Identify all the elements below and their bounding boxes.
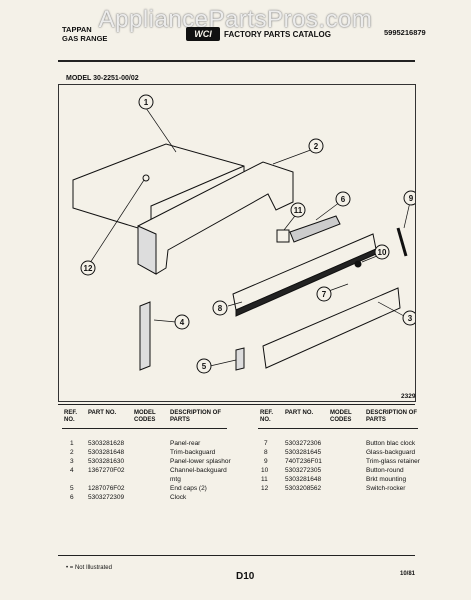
header-underline-right <box>258 428 418 429</box>
footer-rule <box>58 555 415 556</box>
table-row: mtg <box>170 476 181 483</box>
part-glass-backguard <box>232 233 377 311</box>
part-rocker-switch <box>142 174 150 182</box>
part-round-button <box>354 260 362 268</box>
table-row: 5 1287076F02 End caps (2) <box>70 485 207 492</box>
callout-3: 3 <box>408 314 413 323</box>
callout-4: 4 <box>180 318 185 327</box>
table-row: 7 5303272306 Button blac clock <box>264 440 416 447</box>
header-ref-no-left: REF. NO. <box>64 410 78 423</box>
wci-logo: WCI <box>186 27 220 41</box>
header-description-right: DESCRIPTION OF PARTS <box>366 410 418 423</box>
callout-11: 11 <box>294 206 303 215</box>
header-model-codes-right: MODEL CODES <box>330 410 352 423</box>
page-code: D10 <box>236 571 255 582</box>
header-ref-no-right: REF. NO. <box>260 410 274 423</box>
callout-7: 7 <box>322 290 327 299</box>
part-mounting-bracket <box>276 229 290 243</box>
callout-5: 5 <box>202 362 207 371</box>
callout-9: 9 <box>409 194 414 203</box>
header-part-no-right: PART NO. <box>285 410 314 416</box>
part-glass-retainer <box>396 227 408 257</box>
table-row: 3 5303281630 Panel-lower splashor <box>70 458 231 465</box>
part-end-cap <box>235 347 245 371</box>
table-row: 9 740T236F01 Trim-glass retainer <box>264 458 420 465</box>
header-model-codes-left: MODEL CODES <box>134 410 156 423</box>
header-underline-left <box>62 428 227 429</box>
callout-1: 1 <box>144 98 149 107</box>
brand-block: TAPPAN GAS RANGE <box>62 25 107 43</box>
part-clock-module <box>289 215 341 243</box>
watermark: AppliancePartsPros.com <box>98 6 373 33</box>
header-rule <box>58 60 415 62</box>
table-row: 8 5303281645 Glass-backguard <box>264 449 416 456</box>
table-row: 4 1367270F02 Channel-backguard <box>70 467 227 474</box>
diagram-frame <box>58 84 416 402</box>
table-row: 6 5303272309 Clock <box>70 494 187 501</box>
callout-8: 8 <box>218 304 223 313</box>
table-row: 2 5303281648 Trim-backguard <box>70 449 216 456</box>
callout-10: 10 <box>378 248 387 257</box>
table-row: 12 5303208562 Switch-rocker <box>261 485 406 492</box>
brand-name: TAPPAN <box>62 25 92 34</box>
part-lower-splasher <box>262 287 401 369</box>
not-illustrated-note: • = Not Illustrated <box>66 565 112 571</box>
header-part-no-left: PART NO. <box>88 410 117 416</box>
catalog-title: FACTORY PARTS CATALOG <box>224 29 331 39</box>
product-type: GAS RANGE <box>62 34 108 43</box>
model-number: MODEL 30-2251-00/02 <box>66 75 139 82</box>
table-row: 10 5303272305 Button-round <box>261 467 404 474</box>
header-description-left: DESCRIPTION OF PARTS <box>170 410 222 423</box>
diagram-number: 2329 <box>401 393 416 400</box>
table-row: 11 5303281648 Brkt mounting <box>261 476 407 483</box>
catalog-heading: WCI FACTORY PARTS CATALOG <box>186 27 331 41</box>
callout-2: 2 <box>314 142 319 151</box>
table-row: 1 5303281628 Panel-rear <box>70 440 201 447</box>
table-top-rule <box>58 404 415 405</box>
exploded-parts-diagram: 1 2 3 4 5 6 7 8 9 10 11 12 <box>72 94 415 374</box>
callout-12: 12 <box>84 264 93 273</box>
callout-6: 6 <box>341 195 346 204</box>
catalog-date: 10/81 <box>400 571 416 577</box>
part-channel-backguard <box>139 301 151 371</box>
part-backguard-trim-side <box>137 225 157 275</box>
catalog-number: 5995216879 <box>384 28 426 37</box>
